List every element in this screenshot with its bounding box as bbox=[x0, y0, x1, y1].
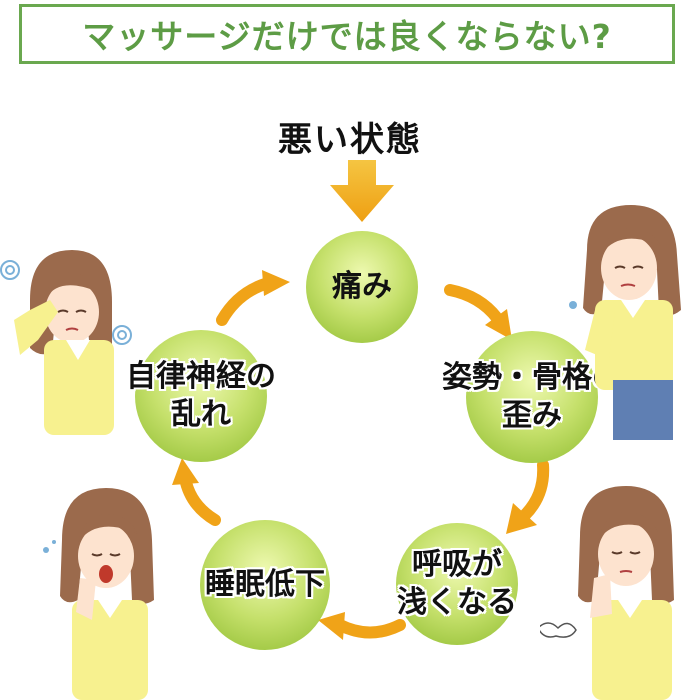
bad-condition-label: 悪い状態 bbox=[278, 120, 422, 160]
node-autonomic: 自律神経の 乱れ bbox=[126, 330, 276, 462]
arrow-autonomic-to-pain bbox=[216, 270, 290, 326]
arrow-sleep-to-autonomic bbox=[172, 458, 221, 526]
arrow-pain-to-posture bbox=[444, 284, 512, 340]
woman-yawning-illustration bbox=[43, 488, 154, 700]
title-banner: マッサージだけでは良くならない? bbox=[19, 4, 675, 64]
node-posture-label-line2: 歪み bbox=[502, 398, 562, 433]
node-pain: 痛み bbox=[306, 231, 418, 343]
node-sleep-label: 睡眠低下 bbox=[205, 567, 325, 602]
node-autonomic-label-line2: 乱れ bbox=[171, 397, 231, 432]
node-breathing-label-line2: 浅くなる bbox=[397, 585, 517, 620]
node-sleep: 睡眠低下 bbox=[200, 520, 330, 650]
woman-tired-illustration bbox=[540, 486, 674, 700]
node-posture: 姿勢・骨格の 歪み bbox=[442, 331, 622, 463]
woman-worried-illustration bbox=[569, 205, 681, 440]
page-title: マッサージだけでは良くならない? bbox=[82, 17, 612, 56]
node-pain-label: 痛み bbox=[332, 269, 392, 304]
node-autonomic-label-line1: 自律神経の bbox=[126, 359, 276, 394]
node-breathing: 呼吸が 浅くなる bbox=[396, 523, 518, 645]
node-posture-label-line1: 姿勢・骨格の bbox=[442, 360, 622, 395]
arrow-posture-to-breathing bbox=[506, 459, 550, 534]
node-breathing-label-line1: 呼吸が bbox=[412, 547, 502, 582]
woman-dizzy-illustration bbox=[0, 250, 132, 435]
down-arrow-icon bbox=[330, 160, 394, 222]
arrow-breathing-to-sleep bbox=[318, 612, 406, 640]
